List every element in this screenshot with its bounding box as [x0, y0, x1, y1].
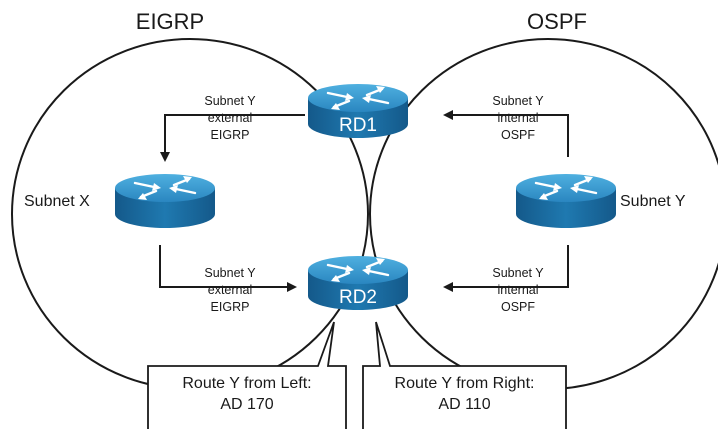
arrow-y-to-rd1	[443, 110, 569, 157]
annotation-line: external	[207, 111, 253, 125]
annotation-line: external	[207, 283, 253, 297]
annotation-rd2-left: Subnet Y external EIGRP	[180, 265, 280, 316]
callout-line: AD 170	[220, 396, 274, 413]
arrow-rd1-to-x	[160, 114, 305, 162]
subnet-y-label: Subnet Y	[620, 193, 686, 210]
router-rd1-label: RD1	[338, 115, 377, 136]
annotation-line: Subnet Y	[492, 266, 544, 280]
annotation-line: Subnet Y	[204, 94, 256, 108]
annotation-line: Subnet Y	[492, 94, 544, 108]
annotation-line: OSPF	[500, 128, 536, 142]
annotation-rd1-right: Subnet Y internal OSPF	[468, 93, 568, 144]
callout-right-text: Route Y from Right: AD 110	[363, 373, 566, 415]
annotation-line: internal	[497, 283, 539, 297]
annotation-line: EIGRP	[210, 300, 250, 314]
router-rd2-label: RD2	[338, 287, 377, 308]
arrow-y-to-rd2	[443, 245, 569, 292]
router-subnet-x-icon	[113, 172, 217, 230]
callout-line: Route Y from Left:	[182, 375, 312, 392]
callout-left-text: Route Y from Left: AD 170	[148, 373, 346, 415]
callout-left-box	[147, 321, 347, 429]
ospf-domain-title: OSPF	[527, 9, 587, 34]
annotation-line: Subnet Y	[204, 266, 256, 280]
callout-line: AD 110	[438, 396, 491, 413]
annotation-rd2-right: Subnet Y internal OSPF	[468, 265, 568, 316]
annotation-rd1-left: Subnet Y external EIGRP	[180, 93, 280, 144]
annotation-line: OSPF	[500, 300, 536, 314]
router-subnet-y-icon	[514, 172, 618, 230]
annotation-line: internal	[497, 111, 539, 125]
subnet-x-label: Subnet X	[24, 193, 90, 210]
annotation-line: EIGRP	[210, 128, 250, 142]
callout-line: Route Y from Right:	[394, 375, 535, 392]
arrow-x-to-rd2	[159, 245, 297, 292]
callout-right-box	[362, 321, 567, 429]
eigrp-domain-title: EIGRP	[135, 9, 205, 34]
